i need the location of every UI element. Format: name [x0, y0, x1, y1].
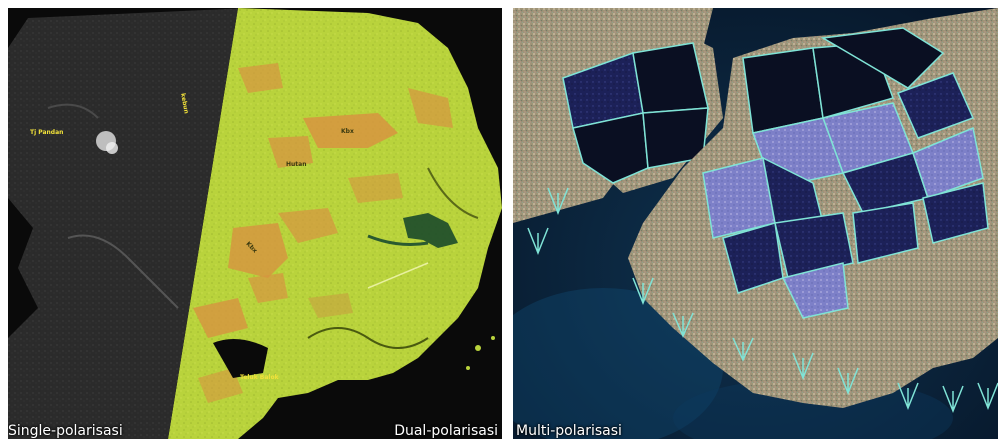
- caption-dual-polarisasi: Dual-polarisasi: [394, 423, 498, 439]
- label-tj-pandan: Tj Pandan: [30, 129, 64, 136]
- sar-map-left-panel: Tj Pandan kebun Kbx Hutan Kbx Teluk Balo…: [8, 8, 502, 439]
- label-hutan: Hutan: [286, 161, 307, 168]
- sar-multi-polarization-panel: Multi-polarisasi: [513, 8, 998, 439]
- caption-single-polarisasi: Single-polarisasi: [8, 423, 123, 439]
- label-teluk-balok: Teluk Balok: [240, 374, 279, 381]
- sar-map-image: [8, 8, 502, 439]
- label-kbx-top: Kbx: [341, 128, 354, 135]
- sar-multi-image: [513, 8, 998, 439]
- caption-multi-polarisasi: Multi-polarisasi: [516, 423, 622, 439]
